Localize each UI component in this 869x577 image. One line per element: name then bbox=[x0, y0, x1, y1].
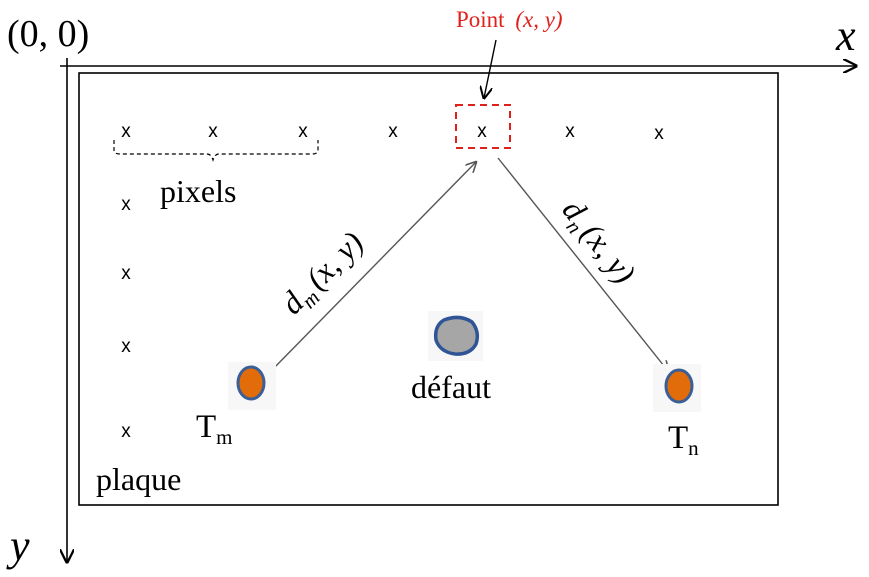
plate-outline bbox=[78, 72, 779, 506]
transducer-n-label: Tn bbox=[668, 420, 699, 460]
path-m-arrow bbox=[271, 162, 476, 371]
distance-m-args: (x, y) bbox=[298, 224, 370, 296]
y-axis-label: y bbox=[6, 521, 30, 570]
transducer-m-letter: T bbox=[196, 409, 216, 445]
transducer-n-letter: T bbox=[668, 420, 688, 456]
transducer-n-subscript: n bbox=[688, 436, 699, 460]
defect-shape bbox=[433, 315, 480, 356]
pixel-marker-selected: x bbox=[477, 121, 487, 142]
pixel-marker: x bbox=[208, 121, 218, 142]
pixel-marker: x bbox=[121, 336, 131, 357]
pixel-marker: x bbox=[121, 263, 131, 284]
pixel-marker: x bbox=[565, 121, 575, 142]
pixels-label: pixels bbox=[160, 173, 236, 209]
point-callout-label: Point (x, y) bbox=[456, 7, 563, 32]
transducer-m-icon bbox=[236, 365, 266, 401]
transducer-m-subscript: m bbox=[216, 425, 232, 449]
origin-label: (0, 0) bbox=[7, 13, 89, 55]
pixel-marker: x bbox=[654, 123, 664, 144]
transducer-n-icon bbox=[664, 368, 694, 404]
distance-n-args: (x, y) bbox=[574, 216, 643, 290]
distance-m-label: dm(x, y) bbox=[273, 224, 373, 324]
pixel-marker: x bbox=[121, 421, 131, 442]
point-word: Point bbox=[456, 7, 505, 32]
path-n-arrow bbox=[497, 157, 668, 371]
pixel-marker: x bbox=[298, 121, 308, 142]
selected-pixel-box bbox=[455, 104, 511, 149]
transducer-m-label: Tm bbox=[196, 409, 233, 449]
point-coords: (x, y) bbox=[515, 7, 562, 32]
pixel-marker: x bbox=[121, 121, 131, 142]
pixel-marker: x bbox=[388, 121, 398, 142]
point-callout-arrow bbox=[484, 39, 497, 98]
pixels-brace bbox=[113, 140, 319, 162]
defect-label: défaut bbox=[411, 369, 491, 405]
x-axis-label: x bbox=[835, 11, 856, 60]
pixel-marker: x bbox=[121, 194, 131, 215]
plate-label: plaque bbox=[96, 461, 181, 497]
